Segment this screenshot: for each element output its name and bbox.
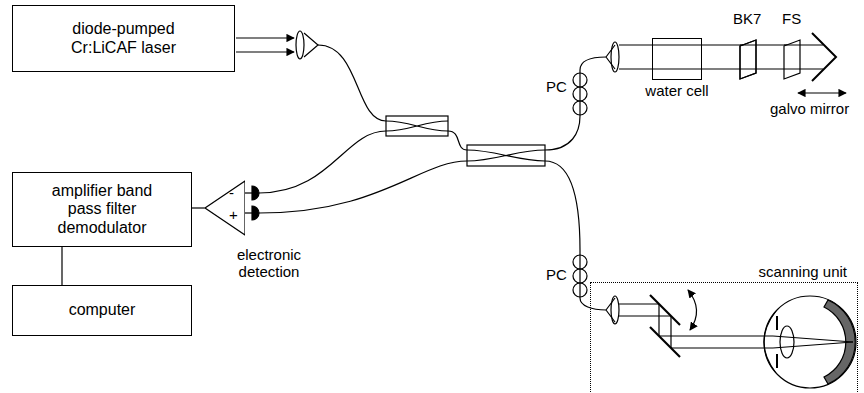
photodiode <box>252 186 259 200</box>
pc-loop <box>573 101 587 115</box>
laser-beam <box>236 51 294 52</box>
focused-beam <box>304 33 318 57</box>
node-text: scanning unit <box>759 263 847 280</box>
eye-ball <box>764 296 856 388</box>
cornea <box>764 311 776 373</box>
input-sign: + <box>229 206 238 223</box>
retro-mirror <box>812 33 836 81</box>
sample-beam <box>619 315 671 316</box>
reference-beam <box>619 44 823 45</box>
part-label: electronic detection <box>226 246 312 281</box>
amplifier-triangle <box>205 180 245 236</box>
pc-label: PC <box>546 266 567 283</box>
photodiode <box>252 206 259 220</box>
sample-beam <box>773 342 853 348</box>
part-label: BK7 <box>733 10 761 27</box>
sample-beam <box>670 316 671 348</box>
collimating-lens <box>611 296 619 324</box>
laser-box: diode-pumped Cr:LiCAF laser <box>12 5 235 72</box>
pc-loop <box>573 73 587 87</box>
part-label: galvo mirror <box>770 100 849 117</box>
eye-lens <box>780 326 794 358</box>
sample-beam <box>658 304 659 336</box>
fiber-coupler <box>386 116 448 136</box>
node-text: computer <box>69 301 136 319</box>
pc-loop <box>573 87 587 101</box>
laser-beam <box>236 37 294 38</box>
coupler-x <box>386 121 448 131</box>
scan-mirror <box>650 295 680 325</box>
reference-beam <box>619 68 823 69</box>
scanning-unit: scanning unit <box>590 282 858 393</box>
coupling-lens <box>296 31 304 59</box>
rotation-arrow <box>688 290 697 330</box>
fs-plate <box>784 40 800 79</box>
iris <box>776 354 778 368</box>
iris <box>776 316 778 330</box>
signal-wire <box>192 207 205 208</box>
wire <box>245 192 252 193</box>
computer-box: computer <box>12 285 192 336</box>
input-sign: - <box>229 184 234 201</box>
pc-loop <box>573 283 587 297</box>
fiber <box>448 131 467 150</box>
node-text: diode-pumped Cr:LiCAF laser <box>59 20 189 57</box>
fiber <box>259 161 467 213</box>
fold-mirror <box>650 327 680 357</box>
collimating-lens <box>611 42 619 72</box>
wire <box>245 212 252 213</box>
bk7-plate <box>740 40 756 79</box>
sample-beam <box>659 335 773 336</box>
pc-loop <box>573 255 587 269</box>
signal-wire <box>61 247 62 285</box>
fiber <box>545 57 606 150</box>
fiber-coupler <box>467 145 545 166</box>
sample-beam <box>773 336 853 342</box>
sample-beam <box>671 347 773 348</box>
node-text: amplifier band pass filter demodulator <box>43 182 161 237</box>
pc-label: PC <box>546 78 567 95</box>
fiber <box>259 131 386 193</box>
node-text: water cell <box>645 82 708 99</box>
water-cell: water cell <box>652 38 702 80</box>
fiber <box>545 161 606 310</box>
sample-beam <box>619 303 659 304</box>
pc-loop <box>573 269 587 283</box>
fiber <box>318 45 386 121</box>
scan-arrow <box>798 92 846 93</box>
diff-amplifier: -+ <box>205 180 245 236</box>
part-label: FS <box>782 10 801 27</box>
electronics-box: amplifier band pass filter demodulator <box>12 172 192 247</box>
coupler-x <box>467 150 545 161</box>
bk7-plate <box>740 40 756 79</box>
